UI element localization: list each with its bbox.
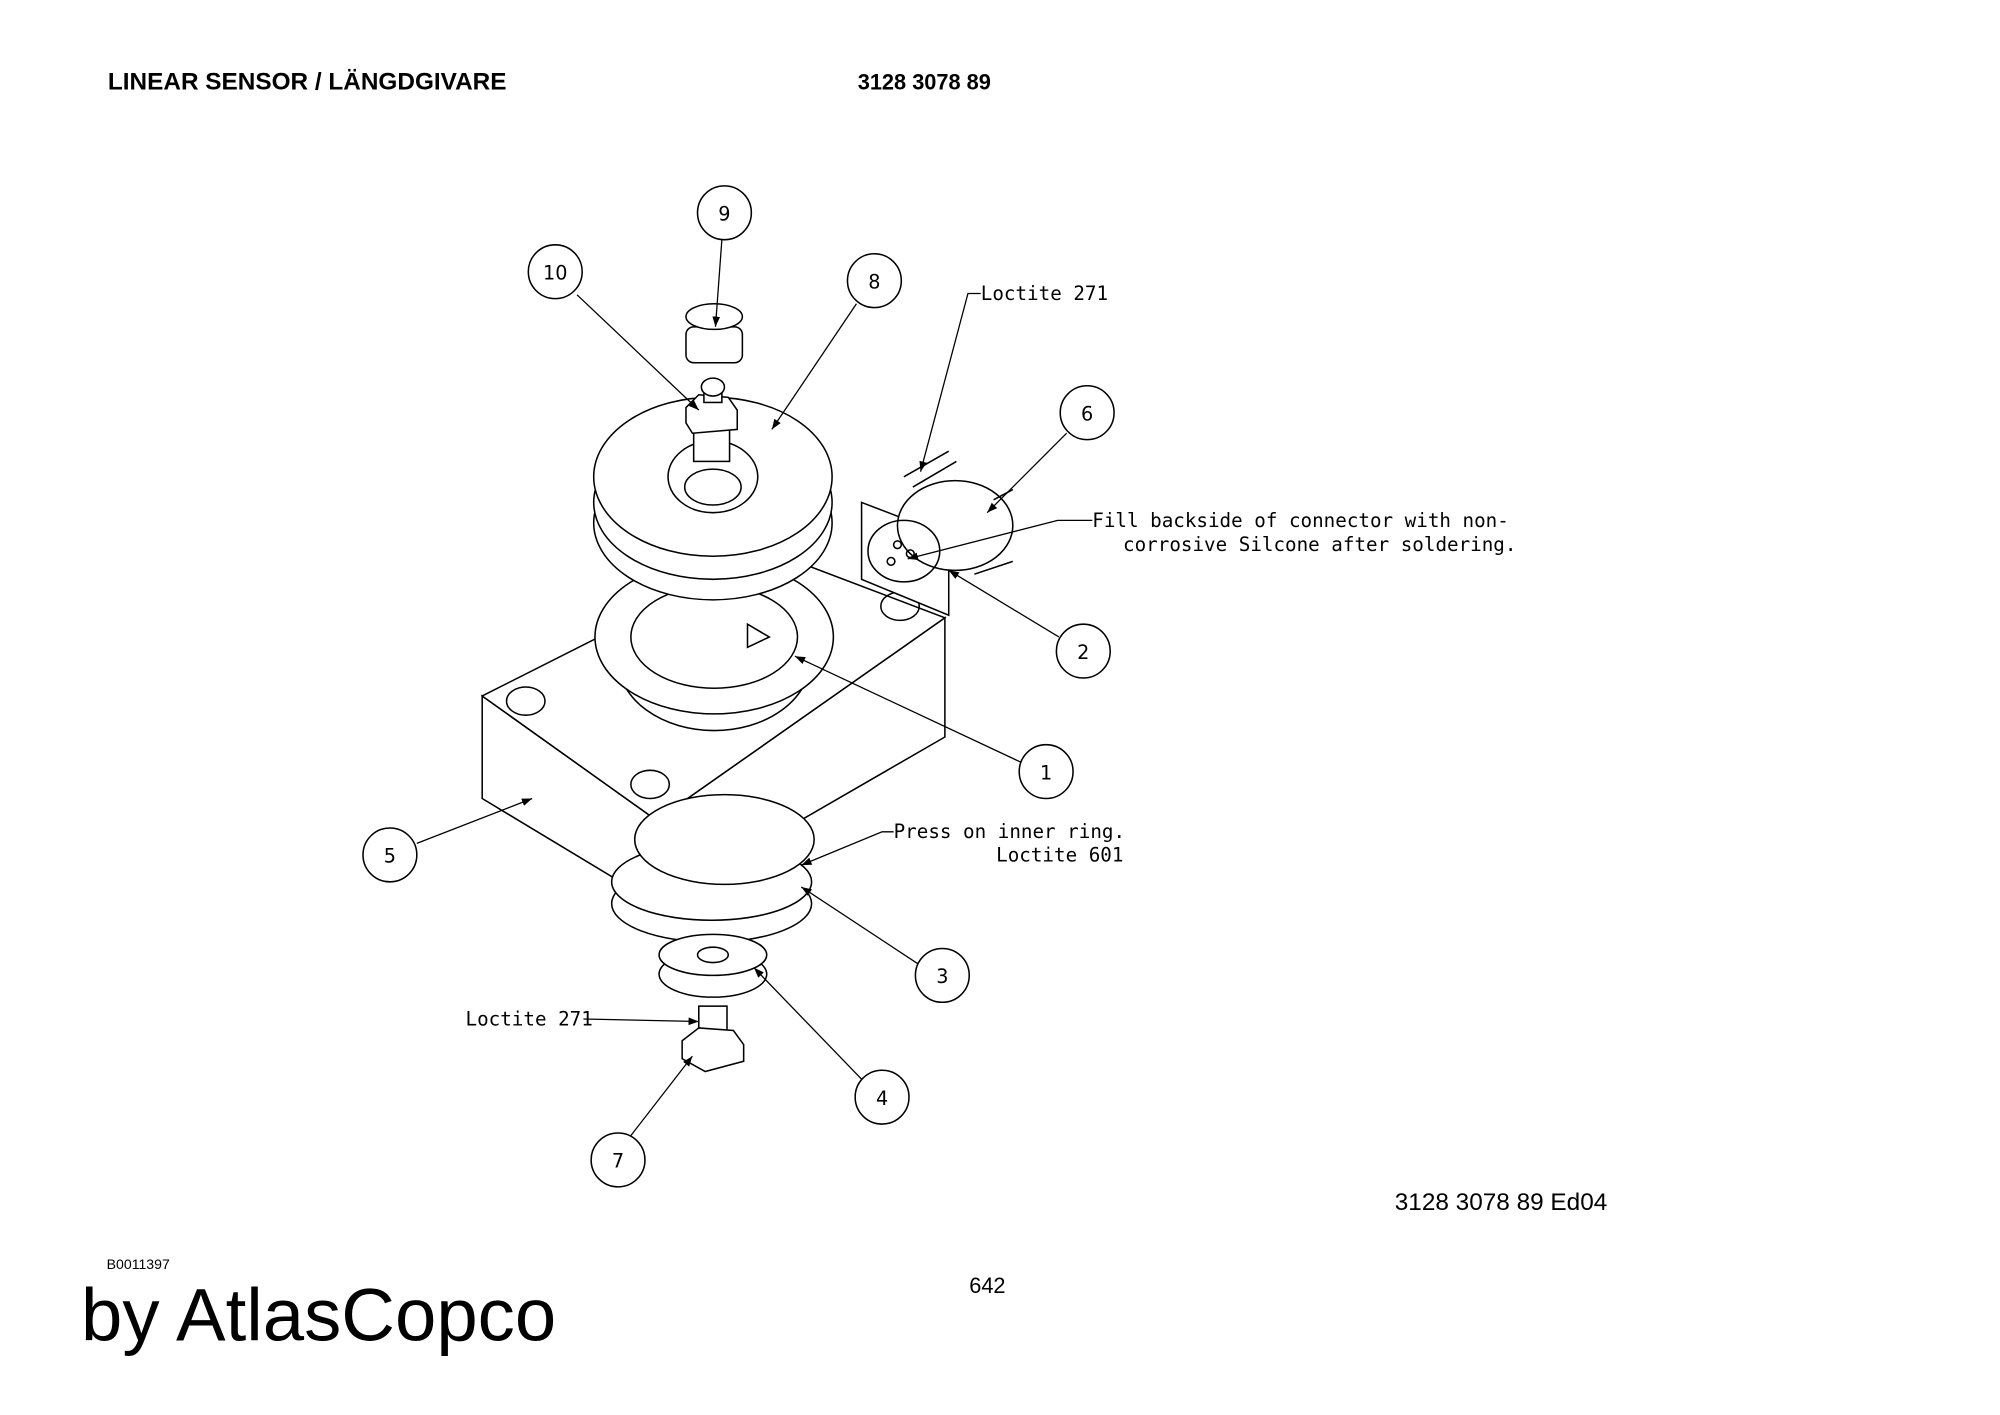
svg-text:3: 3 <box>936 965 948 988</box>
sensor-assembly-drawing <box>480 302 1014 1073</box>
note-press-line1: Press on inner ring. <box>894 820 1125 843</box>
document-title: LINEAR SENSOR / LÄNGDGIVARE <box>108 69 507 96</box>
svg-text:8: 8 <box>868 270 880 293</box>
svg-text:5: 5 <box>384 845 396 868</box>
image-id: B0011397 <box>107 1256 170 1272</box>
drawing-reference: 3128 3078 89 Ed04 <box>1395 1189 1608 1216</box>
balloon-6: 6 <box>1059 385 1115 441</box>
svg-text:2: 2 <box>1077 641 1089 664</box>
svg-text:9: 9 <box>718 202 730 225</box>
svg-text:6: 6 <box>1081 402 1093 425</box>
leader-lines <box>416 239 1093 1136</box>
note-fill-line1: Fill backside of connector with non- <box>1092 509 1509 532</box>
balloon-10: 10 <box>527 244 583 300</box>
balloon-4: 4 <box>854 1069 910 1125</box>
part-number: 3128 3078 89 <box>858 70 991 95</box>
svg-text:1: 1 <box>1040 761 1052 784</box>
balloon-5: 5 <box>362 827 418 883</box>
balloon-8: 8 <box>846 253 903 309</box>
balloon-3: 3 <box>914 947 971 1004</box>
balloon-9: 9 <box>696 185 753 241</box>
balloon-1: 1 <box>1018 743 1074 800</box>
svg-text:7: 7 <box>612 1150 624 1173</box>
note-fill-line2: corrosive Silcone after soldering. <box>1123 533 1516 556</box>
page-number: 642 <box>969 1273 1005 1298</box>
note-press-line2: Loctite 601 <box>996 843 1123 866</box>
svg-text:10: 10 <box>543 261 567 284</box>
note-loctite-271-top: Loctite 271 <box>981 282 1108 305</box>
brand-text: by AtlasCopco <box>81 1274 556 1357</box>
balloon-7: 7 <box>590 1132 646 1188</box>
svg-text:4: 4 <box>876 1087 888 1110</box>
note-loctite-271-bottom: Loctite 271 <box>466 1007 593 1030</box>
balloon-2: 2 <box>1055 623 1111 679</box>
